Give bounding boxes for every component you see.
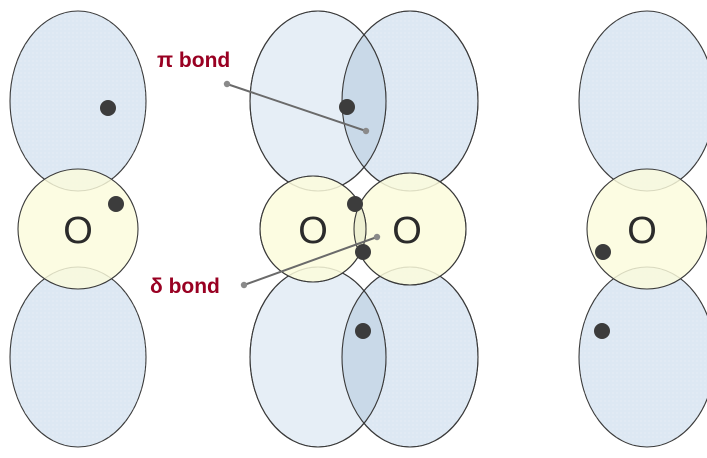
electron-dot — [108, 196, 124, 212]
left-oxygen-atom: O — [10, 11, 146, 447]
atom-label-middle-left: O — [298, 210, 328, 252]
electron-dot — [339, 99, 355, 115]
atom-label-left: O — [63, 210, 93, 252]
electron-dot — [355, 323, 371, 339]
electron-dot — [594, 323, 610, 339]
electron-dot — [347, 196, 363, 212]
electron-dot — [100, 100, 116, 116]
right-oxygen-atom: O — [579, 11, 707, 447]
delta-bond-label: δ bond — [150, 275, 220, 298]
electron-dot — [355, 244, 371, 260]
o2-molecule: O O — [250, 11, 478, 447]
atom-label-middle-right: O — [392, 210, 422, 252]
delta-bond-leader-start-dot — [241, 282, 247, 288]
pi-bond-label: π bond — [157, 49, 230, 72]
delta-bond-leader-end-dot — [374, 234, 380, 240]
atom-label-right: O — [627, 210, 657, 252]
electron-dot — [595, 244, 611, 260]
pi-bond-leader-end-dot — [363, 128, 369, 134]
pi-bond-leader-start-dot — [224, 81, 230, 87]
